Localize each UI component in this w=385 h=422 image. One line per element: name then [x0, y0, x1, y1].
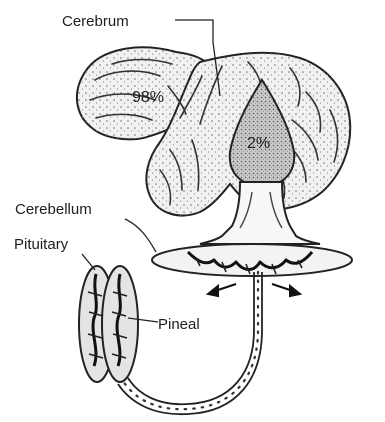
pituitary-label: Pituitary — [14, 236, 69, 253]
core-share-label: 2% — [247, 135, 270, 152]
spinal-channel — [118, 272, 262, 414]
cerebellum-shape — [152, 244, 352, 276]
pineal-label: Pineal — [158, 316, 200, 333]
cerebrum-label: Cerebrum — [62, 13, 129, 30]
cerebrum-share-label: 98% — [132, 89, 164, 106]
cerebellum-label: Cerebellum — [15, 201, 92, 218]
spinal-channel-dots — [123, 272, 258, 409]
pineal-pituitary-bodies — [79, 266, 138, 382]
